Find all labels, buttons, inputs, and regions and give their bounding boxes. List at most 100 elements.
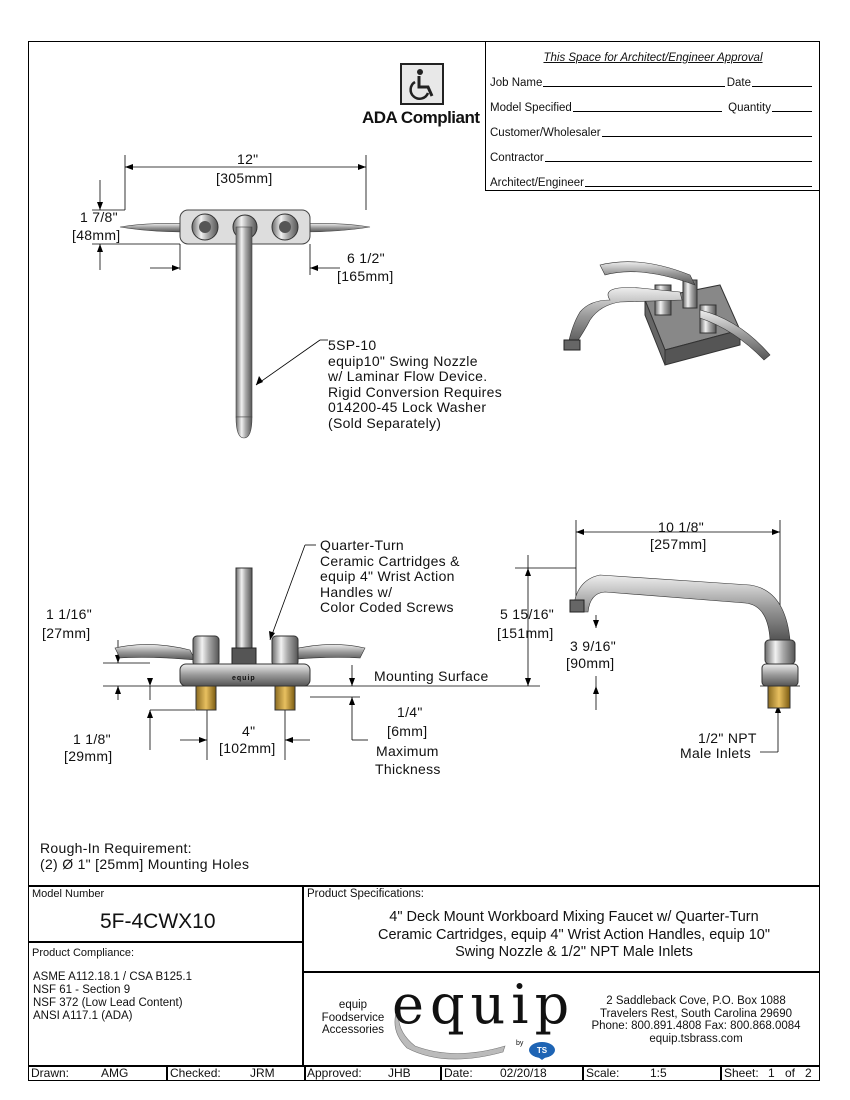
- title-block-divider: [302, 885, 304, 1066]
- address-line: Travelers Rest, South Carolina 29690: [600, 1007, 792, 1020]
- side-height-in: 5 15/16": [500, 606, 555, 622]
- ada-label: ADA Compliant: [362, 108, 480, 127]
- approval-box: This Space for Architect/Engineer Approv…: [485, 41, 820, 191]
- spec-line: Swing Nozzle & 1/2" NPT Male Inlets: [455, 944, 693, 960]
- front-center-in: 4": [242, 723, 256, 739]
- signoff-divider: [440, 1066, 442, 1081]
- compliance-item: NSF 61 - Section 9: [33, 984, 131, 996]
- brand-tagline-line: Foodservice: [321, 1011, 385, 1024]
- side-view-faucet: [569, 574, 799, 709]
- date-line[interactable]: [752, 85, 812, 87]
- thickness-label-2: Thickness: [375, 761, 441, 777]
- product-compliance-label: Product Compliance:: [32, 947, 135, 959]
- date-value: 02/20/18: [500, 1066, 547, 1080]
- nozzle-note-line: 014200-45 Lock Washer: [328, 399, 487, 415]
- front-center-mm: [102mm]: [219, 740, 276, 756]
- base-brand: equip: [232, 675, 256, 682]
- approval-header: This Space for Architect/Engineer Approv…: [543, 52, 763, 64]
- top-handle-mm: [165mm]: [337, 268, 394, 284]
- front-handle-mm: [27mm]: [42, 625, 91, 641]
- nozzle-note-line: (Sold Separately): [328, 414, 442, 431]
- inlet-label-1: 1/2" NPT: [698, 730, 757, 746]
- address-line: Phone: 800.891.4808 Fax: 800.868.0084: [591, 1020, 801, 1032]
- top-handle-in: 6 1/2": [347, 250, 385, 266]
- brand-tagline: equip Foodservice Accessories: [318, 999, 388, 1037]
- quantity-line[interactable]: [772, 110, 812, 112]
- drawn-label: Drawn:: [31, 1066, 70, 1080]
- model-specified-label: Model Specified: [490, 102, 572, 114]
- side-reach-in: 10 1/8": [658, 519, 704, 535]
- customer-label: Customer/Wholesaler: [490, 127, 601, 139]
- nozzle-note-line: equip10" Swing Nozzle: [328, 352, 478, 369]
- side-outlet-in: 3 9/16": [570, 638, 616, 654]
- signoff-divider: [304, 1066, 306, 1081]
- brand-by: by: [516, 1040, 524, 1047]
- date-label: Date: [726, 77, 751, 89]
- model-number-label: Model Number: [32, 888, 105, 900]
- job-name-label: Job Name: [490, 77, 543, 89]
- compliance-item: NSF 372 (Low Lead Content): [33, 997, 183, 1009]
- top-width-mm: [305mm]: [216, 170, 273, 186]
- customer-row: Customer/Wholesaler: [490, 127, 814, 139]
- title-block-top-rule: [28, 885, 820, 887]
- front-shank-mm: [29mm]: [64, 748, 113, 764]
- cartridge-note-line: Handles w/: [320, 583, 393, 600]
- brand-tagline-line: Accessories: [322, 1024, 384, 1036]
- sheet-value: 1: [768, 1066, 775, 1080]
- cartridge-note: Quarter-Turn Ceramic Cartridges & equip …: [320, 537, 460, 616]
- job-name-line[interactable]: [543, 85, 725, 87]
- svg-text:TS: TS: [537, 1046, 548, 1055]
- scale-value: 1:5: [650, 1066, 667, 1080]
- model-number: 5F-4CWX10: [100, 910, 216, 933]
- title-block-rule: [28, 1065, 820, 1067]
- architect-row: Architect/Engineer: [490, 177, 814, 189]
- cartridge-note-line: Ceramic Cartridges &: [320, 552, 460, 569]
- compliance-item: ANSI A117.1 (ADA): [33, 1010, 133, 1022]
- nozzle-note-line: 5SP-10: [328, 337, 377, 353]
- nozzle-note: 5SP-10 equip10" Swing Nozzle w/ Laminar …: [328, 337, 503, 431]
- wheelchair-icon: [400, 63, 444, 105]
- top-width-in: 12": [237, 151, 259, 167]
- rough-in-note: Rough-In Requirement: (2) Ø 1" [25mm] Mo…: [40, 840, 249, 872]
- product-specs-label: Product Specifications:: [307, 888, 424, 900]
- signoff-row: Drawn: AMG Checked: JRM Approved: JHB Da…: [28, 1066, 820, 1081]
- model-row: Model Specified Quantity: [490, 102, 814, 114]
- front-view-faucet: [114, 567, 366, 711]
- isometric-faucet: [563, 261, 771, 366]
- inlet-label-2: Male Inlets: [680, 745, 751, 761]
- date-label: Date:: [444, 1066, 473, 1080]
- product-specs: 4" Deck Mount Workboard Mixing Faucet w/…: [304, 909, 844, 962]
- mounting-surface-label: Mounting Surface: [374, 668, 489, 684]
- side-height-mm: [151mm]: [497, 625, 554, 641]
- customer-line[interactable]: [601, 135, 812, 137]
- nozzle-note-line: w/ Laminar Flow Device.: [328, 368, 488, 384]
- approved-value: JHB: [388, 1066, 411, 1080]
- cartridge-note-line: Quarter-Turn: [320, 537, 404, 553]
- contractor-line[interactable]: [544, 160, 812, 162]
- cartridge-note-line: equip 4" Wrist Action: [320, 568, 455, 584]
- scale-label: Scale:: [586, 1066, 620, 1080]
- top-depth-mm: [48mm]: [72, 227, 121, 243]
- spec-line: 4" Deck Mount Workboard Mixing Faucet w/…: [389, 909, 759, 925]
- title-block-rule: [28, 941, 303, 943]
- top-view-faucet: [119, 209, 371, 439]
- compliance-item: ASME A112.18.1 / CSA B125.1: [33, 971, 192, 983]
- architect-label: Architect/Engineer: [490, 177, 584, 189]
- top-depth-in: 1 7/8": [80, 209, 118, 225]
- equip-logo: [394, 997, 506, 1060]
- nozzle-note-line: Rigid Conversion Requires: [328, 383, 503, 400]
- model-specified-line[interactable]: [572, 110, 723, 112]
- technical-drawing: [92, 155, 800, 760]
- front-shank-in: 1 1/8": [73, 731, 111, 747]
- sheet-label: Sheet:: [724, 1066, 759, 1080]
- address-line: 2 Saddleback Cove, P.O. Box 1088: [606, 995, 786, 1007]
- drawing-frame: [28, 41, 820, 1081]
- thickness-in: 1/4": [397, 704, 423, 720]
- ts-logo-icon: TS: [529, 1042, 555, 1060]
- sheet-total: 2: [805, 1066, 812, 1080]
- sheet-of-label: of: [785, 1066, 796, 1080]
- front-handle-in: 1 1/16": [46, 606, 92, 622]
- architect-line[interactable]: [584, 185, 812, 187]
- rough-in-line: Rough-In Requirement:: [40, 840, 192, 856]
- brand-logo-text: equip: [392, 973, 576, 1036]
